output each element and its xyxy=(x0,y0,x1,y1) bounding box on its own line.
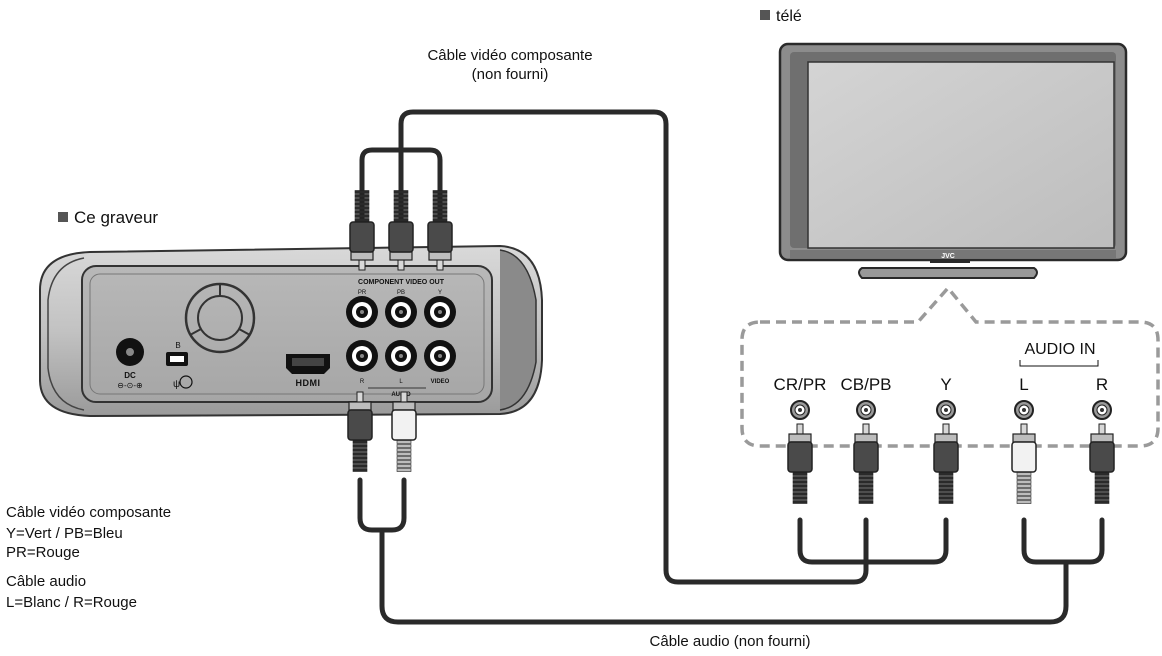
square-bullet-icon xyxy=(58,212,68,222)
square-bullet-icon xyxy=(760,10,770,20)
rca-plug-icon xyxy=(1011,423,1037,504)
video-label: VIDEO xyxy=(431,379,450,385)
tv-jack-label: CB/PB xyxy=(840,375,891,394)
rca-jack-icon xyxy=(1092,400,1112,420)
tv-connector-callout xyxy=(740,285,1160,448)
svg-text:PB: PB xyxy=(397,290,405,296)
rca-plug-icon xyxy=(1089,423,1115,504)
rca-jack-icon xyxy=(346,296,378,328)
rca-jack-icon xyxy=(385,340,417,372)
rca-plug-icon xyxy=(349,190,375,271)
recorder-output-jacks: COMPONENT VIDEO OUT PR PB Y R L AUDIO VI… xyxy=(346,279,456,398)
svg-text:R: R xyxy=(360,379,365,385)
tv-jack-label: Y xyxy=(940,375,951,394)
dc-power-jack: DC ⊖-⊙-⊕ xyxy=(116,338,144,390)
rca-jack-icon xyxy=(424,340,456,372)
cable-legend: Câble vidéo composante Y=Vert / PB=Bleu … xyxy=(6,504,172,611)
hdmi-label: HDMI xyxy=(296,378,321,388)
rca-plug-icon xyxy=(933,423,959,504)
usb-label: B xyxy=(175,341,180,350)
rca-jack-icon xyxy=(936,400,956,420)
tv-brand-logo: JVC xyxy=(941,253,955,260)
rca-plug-icon xyxy=(853,423,879,504)
hdmi-port: HDMI xyxy=(286,354,330,388)
recorder-title: Ce graveur xyxy=(58,208,158,228)
svg-text:⊖-⊙-⊕: ⊖-⊙-⊕ xyxy=(117,381,142,390)
rca-jack-icon xyxy=(790,400,810,420)
recorder-plugs xyxy=(347,190,453,472)
component-label: COMPONENT VIDEO OUT xyxy=(358,279,445,286)
rca-jack-icon xyxy=(856,400,876,420)
usb-icon: ψ xyxy=(173,379,180,390)
rca-plug-icon xyxy=(347,391,373,472)
audio-cable-bottom-caption: Câble audio (non fourni) xyxy=(649,633,811,650)
svg-text:Y: Y xyxy=(438,290,442,296)
svg-text:L: L xyxy=(399,379,403,385)
rca-jack-icon xyxy=(424,296,456,328)
tv-set: JVC xyxy=(778,42,1128,279)
rca-plug-icon xyxy=(787,423,813,504)
tv-input-panel: AUDIO IN CR/PR CB/PB Y L R xyxy=(774,341,1112,420)
svg-text:PR: PR xyxy=(358,290,367,296)
rca-jack-icon xyxy=(346,340,378,372)
tv-jack-label: L xyxy=(1019,375,1028,394)
tv-jack-label: CR/PR xyxy=(774,375,827,394)
fan-vent-icon xyxy=(184,282,256,354)
tv-title: télé xyxy=(760,8,802,26)
audio-cable xyxy=(357,477,1105,625)
rca-plug-icon xyxy=(388,190,414,271)
usb-port: B ψ xyxy=(166,341,193,390)
rca-plug-icon xyxy=(427,190,453,271)
video-cable xyxy=(359,109,949,585)
tv-jack-label: R xyxy=(1096,375,1108,394)
recorder-device: DC ⊖-⊙-⊕ B ψ HDMI COMPONENT VIDEO OUT PR… xyxy=(39,244,543,418)
rca-plug-icon xyxy=(391,391,417,472)
dc-label: DC xyxy=(124,371,136,380)
video-cable-top-caption: Câble vidéo composante (non fourni) xyxy=(427,47,593,83)
tv-plugs xyxy=(787,423,1115,504)
rca-jack-icon xyxy=(1014,400,1034,420)
rca-jack-icon xyxy=(385,296,417,328)
audio-in-label: AUDIO IN xyxy=(1024,341,1095,358)
